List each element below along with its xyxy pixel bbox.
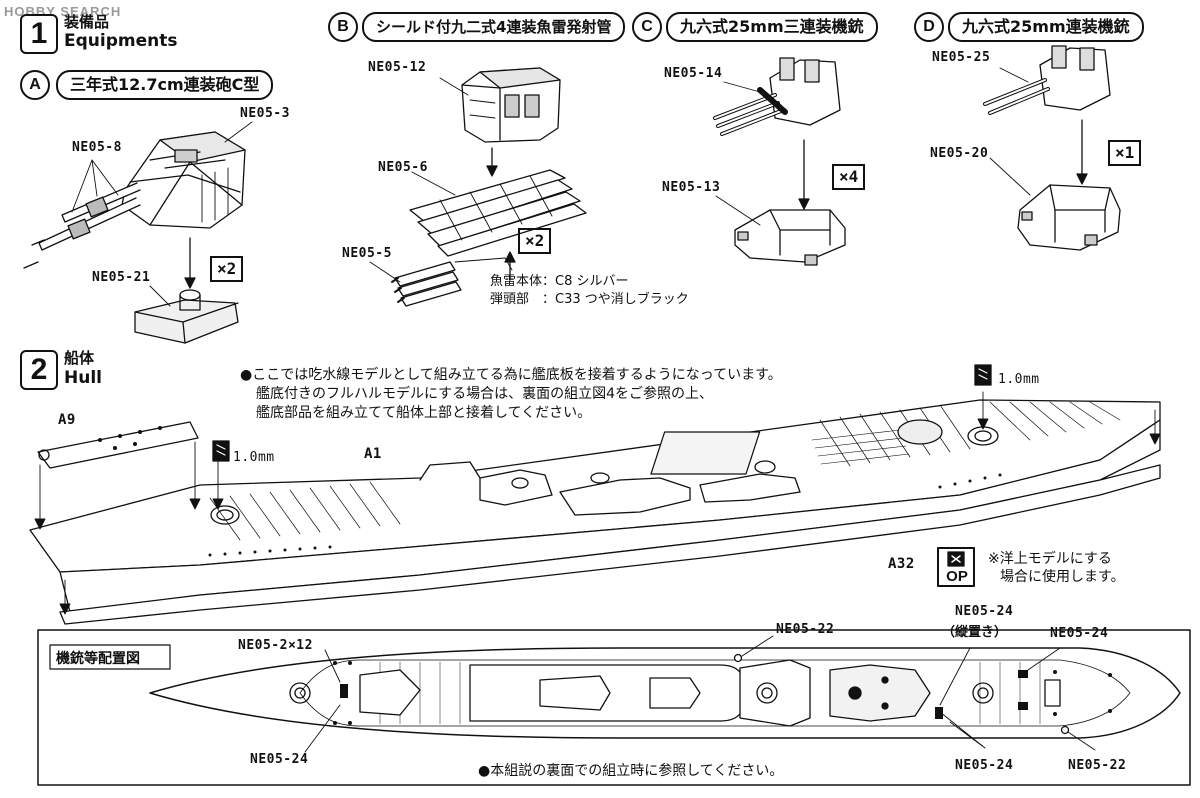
part-ne05-5: NE05-5 — [342, 246, 392, 261]
section-a-marker: A — [20, 70, 50, 100]
section-c-marker: C — [632, 12, 662, 42]
torpedo-launcher-drawing — [391, 67, 587, 307]
part-ne05-24-left: NE05-24 — [250, 752, 309, 767]
torpedo-warhead-note: 弾頭部 ：C33 つや消しブラック — [490, 292, 689, 307]
part-ne05-24-vertical: NE05-24 — [955, 604, 1014, 619]
section-b-marker: B — [328, 12, 358, 42]
triple-mg-drawing — [713, 57, 846, 266]
section-a-title: 三年式12.7cm連装砲C型 — [56, 70, 274, 100]
drill-size-bow: 1.0mm — [233, 450, 275, 465]
part-a32: A32 — [888, 556, 915, 572]
hull-note-line3: 艦底部品を組み立てて船体上部と接着してください。 — [256, 405, 592, 421]
part-a1: A1 — [364, 446, 382, 462]
step2-number: 2 — [20, 350, 58, 390]
vertical-placement-note: （縦置き） — [942, 625, 1008, 640]
layout-diagram-footer: ●本組説の裏面での組立時に参照してください。 — [478, 763, 784, 779]
step1-title-en: Equipments — [64, 31, 178, 51]
section-b-quantity: ×2 — [518, 228, 552, 254]
part-ne05-3: NE05-3 — [240, 106, 290, 121]
section-d-title: 九六式25mm連装機銃 — [948, 12, 1144, 42]
turret-drawing — [23, 131, 246, 344]
step1-number: 1 — [20, 14, 58, 54]
section-c-title: 九六式25mm三連装機銃 — [666, 12, 878, 42]
section-b-title: シールド付九二式4連装魚雷発射管 — [362, 12, 626, 42]
part-ne05-22-bottom: NE05-22 — [1068, 758, 1127, 773]
section-d-marker: D — [914, 12, 944, 42]
part-ne05-25: NE05-25 — [932, 50, 991, 65]
section-d-quantity: ×1 — [1108, 140, 1142, 166]
layout-diagram-title: 機銃等配置図 — [56, 651, 140, 667]
part-ne05-12: NE05-12 — [368, 60, 427, 75]
hull-drawing — [29, 364, 1161, 625]
twin-mg-drawing — [983, 45, 1121, 251]
op-icon — [937, 547, 975, 587]
step2-title-en: Hull — [64, 368, 102, 388]
torpedo-body-note: 魚雷本体：C8 シルバー — [490, 274, 629, 289]
hull-note-line2: 艦底付きのフルハルモデルにする場合は、裏面の組立図4をご参照の上、 — [256, 386, 714, 402]
part-ne05-2-x12: NE05-2×12 — [238, 638, 313, 653]
hull-note-line1: ●ここでは吃水線モデルとして組み立てる為に艦底板を接着するようになっています。 — [240, 367, 782, 383]
part-ne05-13: NE05-13 — [662, 180, 721, 195]
drill-size-stern: 1.0mm — [998, 372, 1040, 387]
op-note-line2: 場合に使用します。 — [1000, 569, 1125, 585]
part-ne05-24-right: NE05-24 — [1050, 626, 1109, 641]
step1-title-jp: 装備品 — [64, 13, 110, 31]
step2-title-jp: 船体 — [64, 349, 95, 367]
part-a9: A9 — [58, 412, 76, 428]
layout-diagram-drawing — [37, 629, 1191, 786]
part-ne05-14: NE05-14 — [664, 66, 723, 81]
part-ne05-24-bottom: NE05-24 — [955, 758, 1014, 773]
part-ne05-8: NE05-8 — [72, 140, 122, 155]
part-ne05-6: NE05-6 — [378, 160, 428, 175]
part-ne05-22-top: NE05-22 — [776, 622, 835, 637]
section-a-quantity: ×2 — [210, 256, 244, 282]
op-badge: OP — [946, 568, 968, 585]
op-note-line1: ※洋上モデルにする — [988, 551, 1112, 567]
part-ne05-21: NE05-21 — [92, 270, 151, 285]
section-c-quantity: ×4 — [832, 164, 866, 190]
part-ne05-20: NE05-20 — [930, 146, 989, 161]
